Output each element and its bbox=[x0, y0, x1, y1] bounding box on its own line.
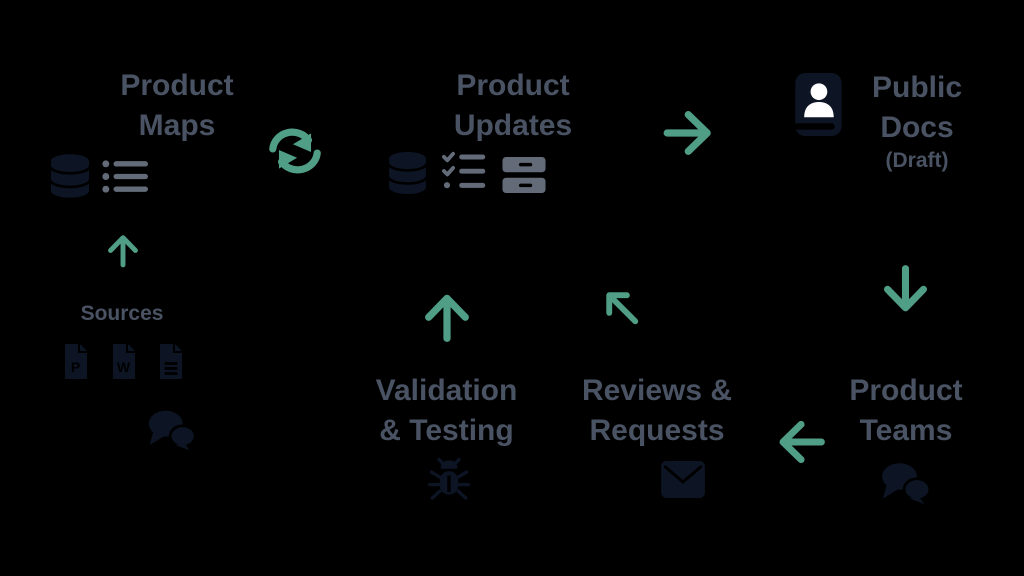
product-teams-title: Product Teams bbox=[816, 371, 996, 451]
reviews-requests-title-line2: Requests bbox=[589, 414, 725, 447]
arrow-left-icon bbox=[768, 418, 830, 466]
comments-icon bbox=[879, 460, 932, 504]
bug-icon bbox=[427, 457, 471, 503]
product-maps-title: Product Maps bbox=[57, 66, 297, 146]
database-icon bbox=[389, 152, 426, 194]
arrow-up-icon bbox=[422, 286, 472, 344]
validation-testing-title-line1: Validation bbox=[375, 374, 518, 407]
checklist-icon bbox=[442, 151, 486, 191]
word-file-icon: W bbox=[111, 342, 137, 381]
public-docs-subtitle: (Draft) bbox=[885, 149, 949, 172]
product-updates-title-line1: Product bbox=[456, 69, 570, 102]
product-teams-title-line1: Product bbox=[849, 374, 963, 407]
database-icon bbox=[51, 154, 89, 198]
reviews-requests-title: Reviews & Requests bbox=[567, 371, 747, 451]
arrow-up-icon bbox=[106, 230, 140, 268]
product-updates-title: Product Updates bbox=[393, 66, 633, 146]
text-file-icon bbox=[158, 342, 184, 381]
list-icon bbox=[102, 159, 148, 194]
envelope-icon bbox=[661, 461, 705, 498]
product-teams-title-line2: Teams bbox=[859, 414, 953, 447]
contact-book-icon bbox=[787, 72, 843, 137]
validation-testing-title-line2: & Testing bbox=[379, 414, 514, 447]
product-updates-title-line2: Updates bbox=[453, 109, 573, 142]
sync-icon bbox=[264, 120, 326, 182]
validation-testing-title: Validation & Testing bbox=[356, 371, 537, 451]
public-docs-title-line2: Docs bbox=[880, 111, 954, 144]
product-maps-title-line1: Product bbox=[120, 69, 234, 102]
word-letter: W bbox=[117, 359, 131, 375]
reviews-requests-title-line1: Reviews & bbox=[581, 374, 733, 407]
public-docs-title: Public Docs (Draft) bbox=[847, 68, 987, 173]
product-maps-title-line2: Maps bbox=[138, 109, 216, 142]
public-docs-title-line1: Public bbox=[871, 71, 962, 104]
arrow-up-left-icon bbox=[598, 286, 644, 328]
comments-icon bbox=[147, 407, 196, 451]
powerpoint-letter: P bbox=[71, 359, 80, 375]
arrow-right-icon bbox=[661, 108, 720, 158]
arrow-down-icon bbox=[881, 261, 930, 322]
powerpoint-file-icon: P bbox=[63, 342, 89, 381]
sources-label: Sources bbox=[80, 302, 164, 325]
server-icon bbox=[502, 157, 546, 193]
